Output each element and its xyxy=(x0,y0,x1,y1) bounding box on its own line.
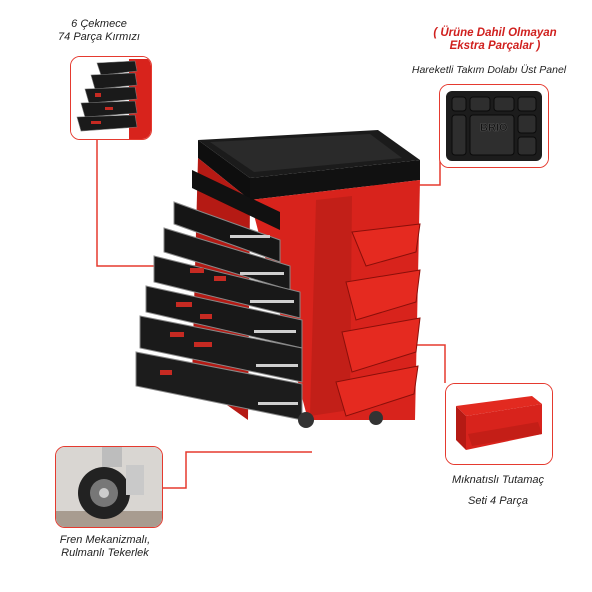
brio-logo-text: BRIO xyxy=(480,122,508,134)
drawers-callout-image xyxy=(70,56,152,140)
tool-cabinet-image xyxy=(135,130,421,428)
magnetic-holder-label: Mıknatıslı Tutamaç Seti 4 Parça xyxy=(430,474,566,508)
magnetic-side-shelves xyxy=(335,223,421,417)
magnetic-tray-thumbnail xyxy=(446,384,552,464)
drawers-label: 6 Çekmece 74 Parça Kırmızı xyxy=(44,18,154,44)
magnetic-holder-callout-image xyxy=(445,383,553,465)
cabinet-drawers xyxy=(135,170,303,421)
open-drawers-thumbnail xyxy=(71,57,151,139)
drawers-parts-text: 74 Parça Kırmızı xyxy=(58,31,140,43)
excluded-line1: ( Ürüne Dahil Olmayan xyxy=(433,27,557,39)
excluded-parts-label: ( Ürüne Dahil Olmayan Ekstra Parçalar ) xyxy=(400,27,590,53)
wheel-line1: Fren Mekanizmalı, xyxy=(59,534,151,546)
top-panel-label: Hareketli Takım Dolabı Üst Panel xyxy=(411,64,567,76)
excluded-line2: Ekstra Parçalar ) xyxy=(449,40,541,52)
drawers-count-text: 6 Çekmece xyxy=(71,18,127,30)
top-panel-callout-image: BRIO xyxy=(439,84,549,168)
connector-magnetic xyxy=(408,344,446,383)
magnetic-line1: Mıknatıslı Tutamaç xyxy=(451,474,545,486)
connector-wheels xyxy=(162,451,312,489)
top-panel-thumbnail: BRIO xyxy=(440,85,548,167)
caster-wheel-thumbnail xyxy=(56,447,162,527)
wheel-callout-image xyxy=(55,446,163,528)
wheel-label: Fren Mekanizmalı, Rulmanlı Tekerlek xyxy=(35,534,175,560)
magnetic-line2: Seti 4 Parça xyxy=(468,495,528,507)
wheel-line2: Rulmanlı Tekerlek xyxy=(61,547,149,559)
